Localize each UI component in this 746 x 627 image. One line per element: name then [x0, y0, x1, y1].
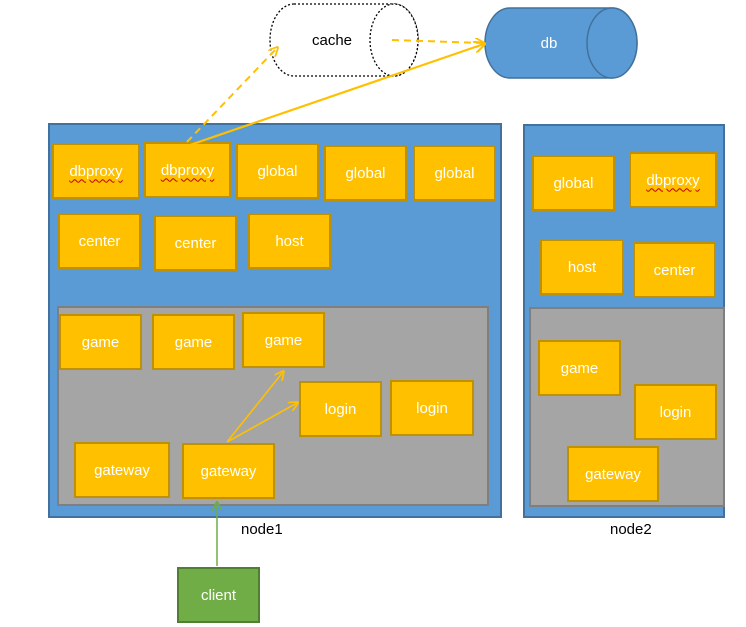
db-label: db	[541, 35, 558, 52]
node2-center: center	[633, 242, 716, 298]
arrow-dbproxy-to-cache	[186, 48, 277, 143]
node2-dbproxy: dbproxy	[629, 152, 717, 208]
node1-gateway-1: gateway	[74, 442, 170, 498]
node1-host: host	[248, 213, 331, 269]
node2-caption: node2	[610, 521, 652, 538]
node1-dbproxy-1: dbproxy	[52, 143, 140, 199]
node2-global: global	[532, 155, 615, 211]
node1-global-1: global	[236, 143, 319, 199]
arrow-cache-to-db	[391, 40, 483, 43]
cache-label: cache	[312, 32, 352, 49]
db-cylinder: db	[484, 7, 638, 79]
node1-dbproxy-2: dbproxy	[144, 142, 231, 198]
node1-center-1: center	[58, 213, 141, 269]
node2-gateway: gateway	[567, 446, 659, 502]
node1-gateway-2: gateway	[182, 443, 275, 499]
node2-login: login	[634, 384, 717, 440]
node1-login-2: login	[390, 380, 474, 436]
node1-game-1: game	[59, 314, 142, 370]
node1-center-2: center	[154, 215, 237, 271]
cache-cylinder: cache	[269, 3, 419, 77]
client-box: client	[177, 567, 260, 623]
node1-global-3: global	[413, 145, 496, 201]
node1-game-3: game	[242, 312, 325, 368]
node1-global-2: global	[324, 145, 407, 201]
arrow-gateway-to-login	[226, 403, 297, 443]
node1-caption: node1	[241, 521, 283, 538]
node2-game: game	[538, 340, 621, 396]
arrow-gateway-to-game	[226, 372, 283, 443]
arrow-dbproxy-to-db	[186, 44, 484, 148]
node2-host: host	[540, 239, 624, 295]
node1-game-2: game	[152, 314, 235, 370]
